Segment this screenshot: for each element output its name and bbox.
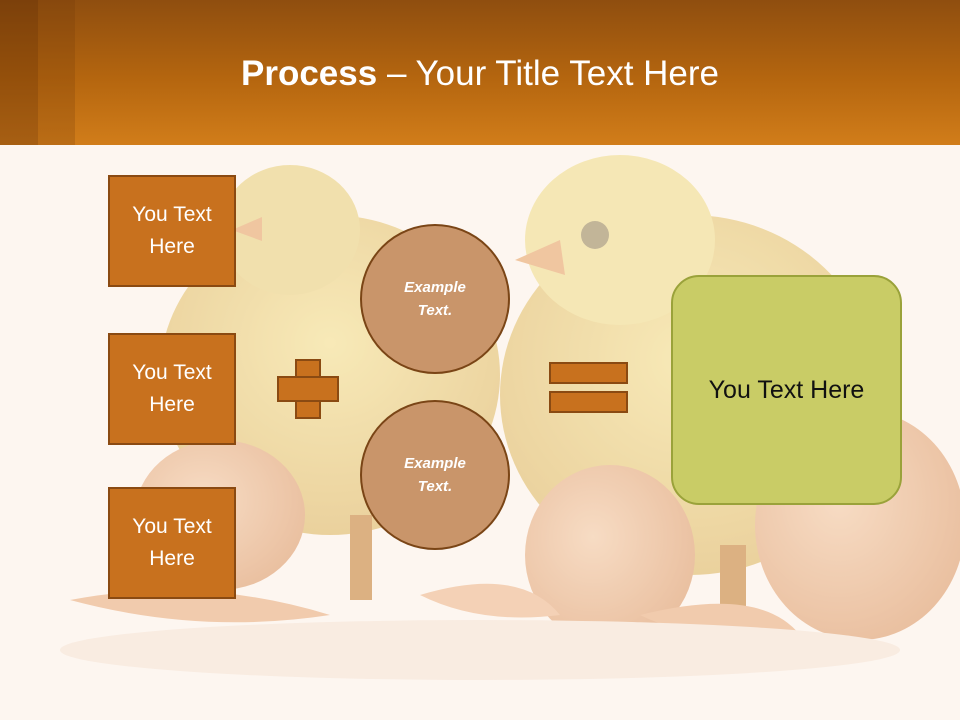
example-circle-2[interactable]: Example Text.	[360, 400, 510, 550]
example-circle-1[interactable]: Example Text.	[360, 224, 510, 374]
title-bold: Process	[241, 54, 378, 93]
text-box-label: You Text Here	[132, 203, 212, 258]
header-stripe	[0, 0, 38, 145]
circle-label: Example Text.	[404, 455, 466, 495]
title-rest: – Your Title Text Here	[377, 54, 719, 93]
page-title: Process – Your Title Text Here	[0, 52, 960, 96]
plus-center	[297, 378, 319, 400]
circle-label: Example Text.	[404, 279, 466, 319]
equals-bottom-bar	[549, 391, 628, 413]
text-box-label: You Text Here	[132, 361, 212, 416]
result-label: You Text Here	[708, 376, 865, 404]
text-box-label: You Text Here	[132, 515, 212, 570]
header-band: Process – Your Title Text Here	[0, 0, 960, 145]
text-box-3[interactable]: You Text Here	[108, 487, 236, 599]
text-box-2[interactable]: You Text Here	[108, 333, 236, 445]
header-stripe	[38, 0, 75, 145]
result-box[interactable]: You Text Here	[671, 275, 902, 505]
equals-top-bar	[549, 362, 628, 384]
text-box-1[interactable]: You Text Here	[108, 175, 236, 287]
